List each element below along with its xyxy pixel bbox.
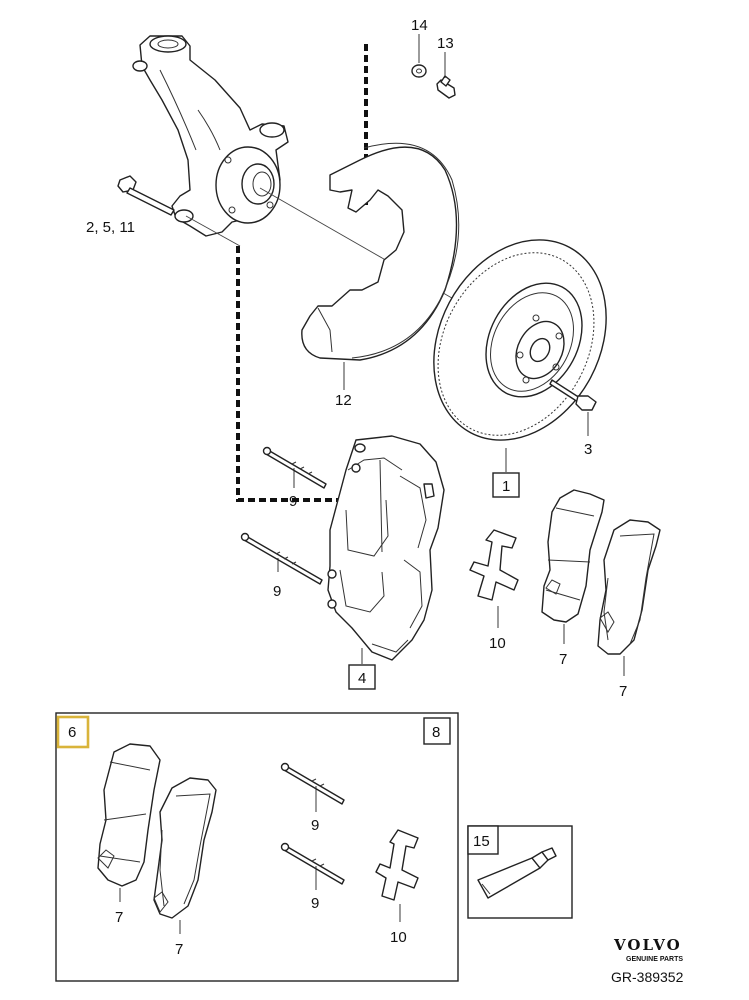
label-kit-clip: 10 [390, 929, 407, 946]
kit-guide-pin-bottom [280, 842, 345, 885]
label-guide-pin-top: 9 [289, 493, 297, 510]
disc-bolt [549, 379, 597, 411]
guide-pin-bottom [240, 532, 323, 585]
brand-subtitle: GENUINE PARTS [626, 956, 683, 963]
diagram-code: GR-389352 [611, 969, 684, 985]
grease-tube [477, 847, 557, 899]
label-grease: 15 [473, 833, 490, 850]
label-disc-bolt: 3 [584, 441, 592, 458]
label-disc: 1 [502, 478, 510, 495]
washer [411, 64, 427, 78]
label-kit-pin-bottom: 9 [311, 895, 319, 912]
label-washer: 14 [411, 17, 428, 34]
brake-pad-right [597, 519, 661, 655]
kit-brake-pad-left [97, 743, 161, 887]
label-caliper: 4 [358, 670, 366, 687]
anti-rattle-clip [469, 529, 519, 601]
label-clip: 10 [489, 635, 506, 652]
label-shield-bolt: 13 [437, 35, 454, 52]
label-guide-pin-bottom: 9 [273, 583, 281, 600]
box-grease [467, 825, 499, 855]
brake-caliper [327, 435, 445, 661]
volvo-logo: VOLVO GENUINE PARTS [613, 936, 683, 963]
label-kit-pad-left: 7 [115, 909, 123, 926]
kit-guide-pin-top [280, 762, 345, 805]
label-kit-pad-right: 7 [175, 941, 183, 958]
brake-pad-left [541, 489, 605, 623]
knuckle-bolt [117, 175, 175, 216]
guide-pin-top [262, 446, 327, 489]
box-kit-pads [56, 715, 90, 749]
label-pad-right: 7 [619, 683, 627, 700]
brand-name: VOLVO [613, 936, 682, 954]
kit-brake-pad-right [153, 777, 217, 919]
shield-bolt [436, 75, 456, 99]
splash-shield [301, 142, 460, 361]
steering-knuckle [132, 35, 289, 237]
label-kit-pin-top: 9 [311, 817, 319, 834]
label-kit-pads: 6 [68, 724, 76, 741]
label-kit-hardware: 8 [432, 724, 440, 741]
kit-anti-rattle-clip [375, 829, 419, 901]
box-caliper [348, 664, 376, 690]
label-splash-shield: 12 [335, 392, 352, 409]
assembly-line-caliper [236, 246, 340, 502]
label-pad-left: 7 [559, 651, 567, 668]
box-kit-hardware [423, 717, 451, 745]
box-disc [492, 472, 520, 498]
label-bolts-knuckle: 2, 5, 11 [86, 219, 135, 236]
